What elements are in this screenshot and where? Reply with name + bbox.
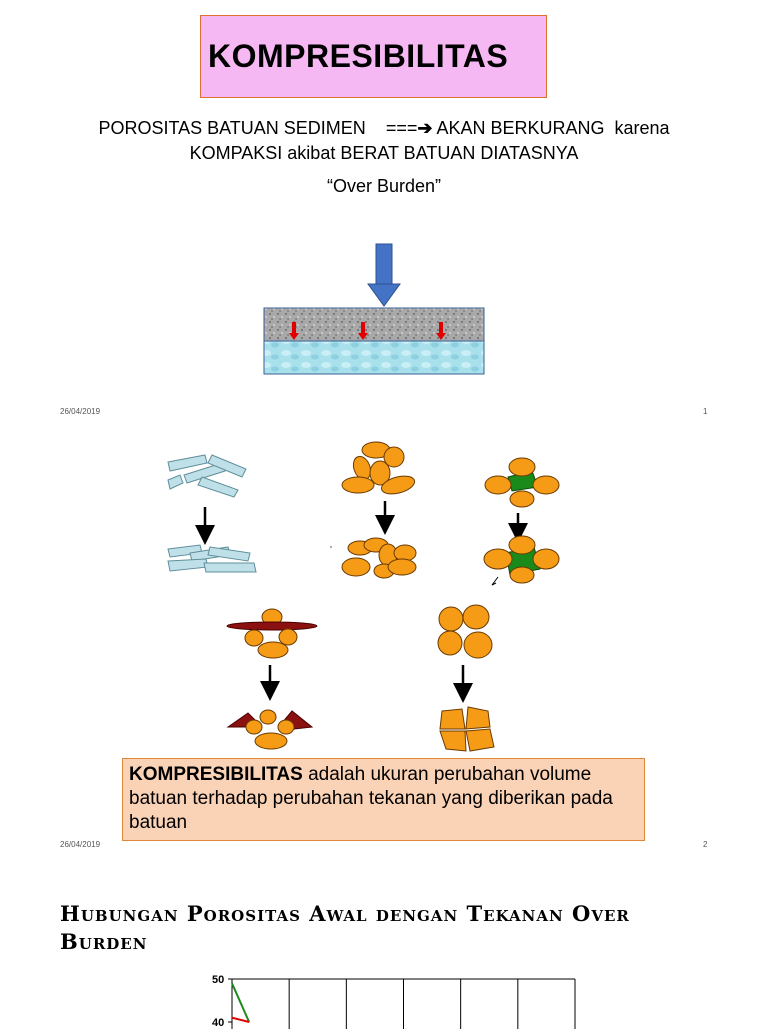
definition-text: adalah ukuran perubahan volume batuan te… [129,764,613,833]
grains-with-cement [484,457,560,508]
overburden-diagram [263,243,485,375]
slide1-statement-line2: KOMPAKSI akibat BERAT BATUAN DIATASNYA [189,143,579,163]
grains-sutured [439,706,495,752]
slide1-title: KOMPRESIBILITAS [208,38,509,74]
slide2-date: 26/04/2019 [60,840,101,849]
grains-round [437,604,493,659]
grains-mica-deformed [226,709,314,750]
statement-part1: POROSITAS BATUAN SEDIMEN === [98,118,418,138]
statement-part2: AKAN BERKURANG karena [432,118,670,138]
y-tick-label: 50 [212,974,225,986]
slide1-date: 26/04/2019 [60,407,101,416]
load-arrow-icon [367,243,401,307]
top-rock-layer [263,307,485,342]
definition-term: KOMPRESIBILITAS [129,764,303,785]
grains-loose [341,441,416,495]
flake-grains-after [167,544,257,573]
slide3-title: Hubungan Porositas Awal dengan Tekanan O… [60,901,630,954]
small-tick: ʼ [330,545,332,555]
definition-box: KOMPRESIBILITAS adalah ukuran perubahan … [122,758,645,841]
grains-rearranged [341,537,417,579]
flake-grains-before [167,454,247,498]
slide1-statement-line1: POROSITAS BATUAN SEDIMEN ===➔ AKAN BERKU… [0,118,768,139]
slide2-page-number: 2 [703,840,708,849]
grains-with-mica [226,608,318,659]
slide1-page-number: 1 [703,407,708,416]
porous-layer [263,340,485,375]
pressure-arrow-icon [289,322,446,340]
slide1-title-box [200,15,547,98]
series-line-1 [231,1016,250,1023]
grains-cemented [483,535,560,586]
right-arrow-icon: ➔ [417,118,433,138]
compaction-mechanisms-diagram: ʼ [167,441,560,752]
series-line-0 [231,982,251,1023]
slide1-over-burden: “Over Burden” [326,176,442,196]
